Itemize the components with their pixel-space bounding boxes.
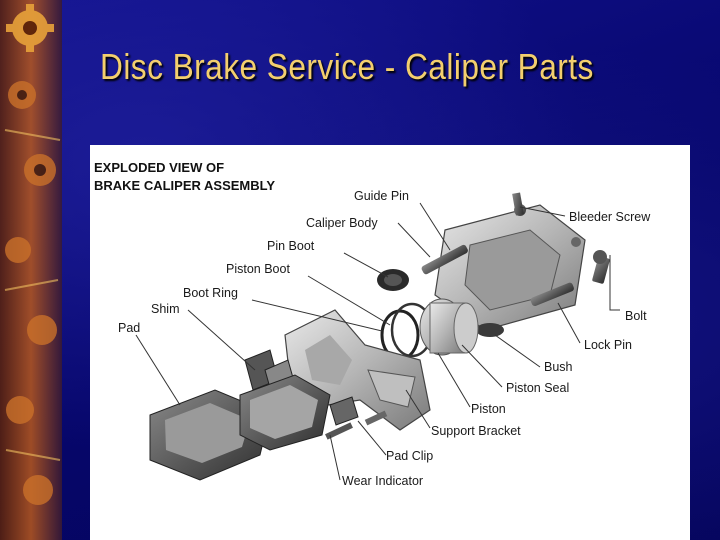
label-shim: Shim [151,302,179,316]
label-wear-indicator: Wear Indicator [342,474,423,488]
diagram-heading-line2: BRAKE CALIPER ASSEMBLY [94,178,275,193]
lock-pin-shape [530,282,574,307]
bolt-shape [592,250,610,284]
label-pad-clip: Pad Clip [386,449,433,463]
pad-shape [149,374,331,481]
wear-indicator-shape [325,410,388,440]
pin-boot-shape [377,269,409,291]
label-caliper-body: Caliper Body [306,216,378,230]
label-bush: Bush [544,360,573,374]
bush-shape [476,323,504,337]
slide-title: Disc Brake Service - Caliper Parts [100,46,594,87]
piston-shape [380,298,479,361]
diagram-panel: EXPLODED VIEW OF BRAKE CALIPER ASSEMBLY [90,145,690,540]
label-lock-pin: Lock Pin [584,338,632,352]
label-piston: Piston [471,402,506,416]
leader-lines [135,202,620,481]
label-piston-seal: Piston Seal [506,381,569,395]
label-pad: Pad [118,321,140,335]
guide-pin-shape [421,244,468,275]
gear-decoration [0,0,62,540]
label-support-bracket: Support Bracket [431,424,521,438]
label-piston-boot: Piston Boot [226,262,290,276]
label-pin-boot: Pin Boot [267,239,315,253]
bleeder-screw-shape [512,192,581,247]
diagram-heading-line1: EXPLODED VIEW OF [94,160,224,175]
label-guide-pin: Guide Pin [354,189,409,203]
label-boot-ring: Boot Ring [183,286,238,300]
label-bolt: Bolt [625,309,647,323]
exploded-view-diagram: EXPLODED VIEW OF BRAKE CALIPER ASSEMBLY [94,160,651,488]
label-bleeder-screw: Bleeder Screw [569,210,651,224]
